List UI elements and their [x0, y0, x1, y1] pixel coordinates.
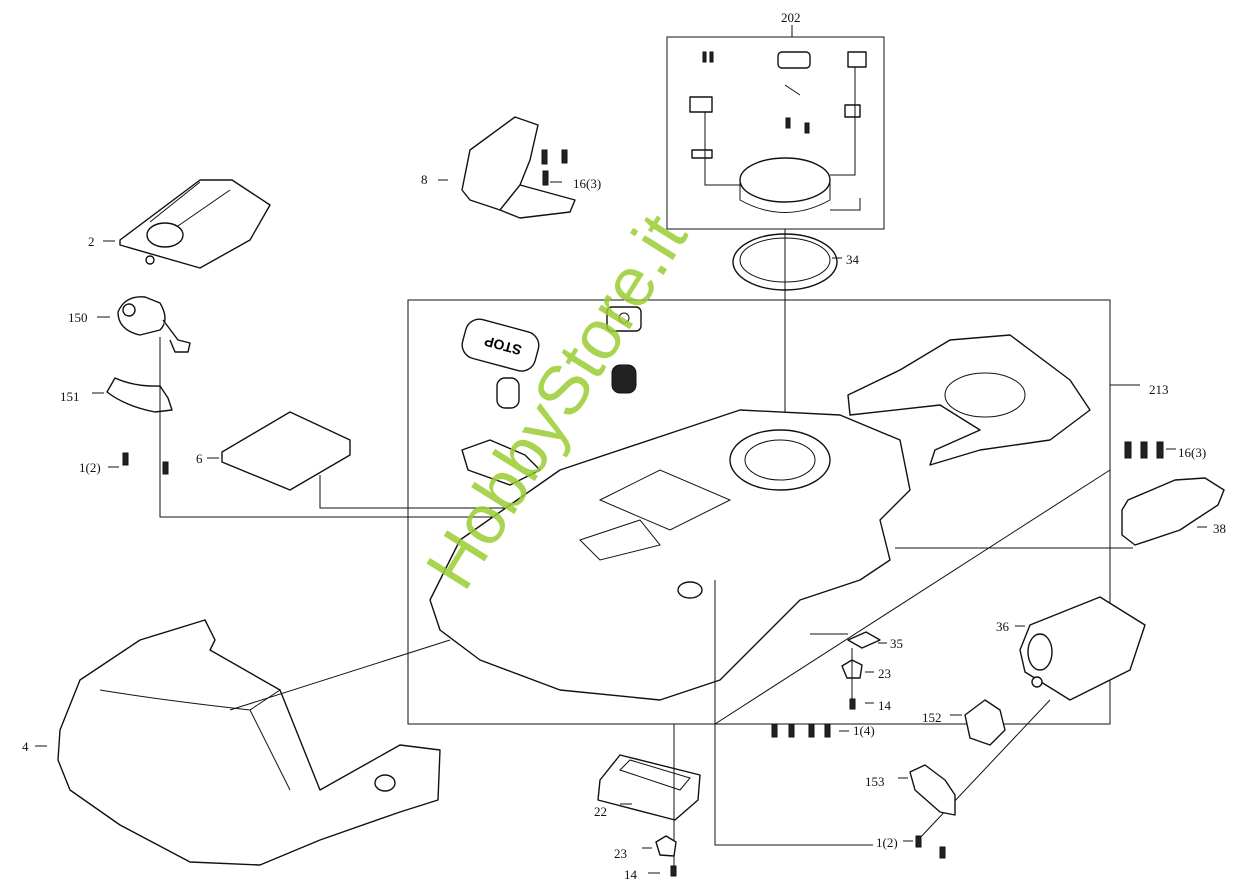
label-part-16-top: 16(3)	[573, 176, 602, 191]
part-8-cover	[461, 116, 576, 219]
label-part-1-2-bottom: 1(2)	[876, 835, 898, 850]
part-38	[1121, 477, 1225, 546]
label-part-150: 150	[68, 310, 88, 325]
screw-icon	[939, 846, 946, 859]
screw-icon	[824, 723, 831, 738]
screw-icon	[542, 170, 549, 186]
label-part-16-right: 16(3)	[1178, 445, 1207, 460]
screw-icon	[771, 723, 778, 738]
label-part-202: 202	[781, 10, 801, 25]
part-213-chassis	[429, 409, 911, 701]
label-part-22: 22	[594, 804, 607, 819]
part-153	[909, 764, 956, 816]
part-151	[106, 377, 173, 413]
label-part-23-right: 23	[878, 666, 891, 681]
screw-icon	[808, 723, 815, 738]
label-part-213: 213	[1149, 382, 1169, 397]
screw-icon	[1140, 441, 1148, 459]
label-part-14-bottom: 14	[624, 867, 637, 882]
stop-button-part: STOP	[461, 318, 540, 372]
label-part-152: 152	[922, 710, 942, 725]
screw-icon	[670, 865, 677, 877]
part-22	[597, 754, 701, 821]
label-part-153: 153	[865, 774, 885, 789]
springs	[496, 364, 637, 409]
screw-icon	[541, 149, 548, 165]
screw-icon	[788, 723, 795, 738]
assembly-202-box	[666, 36, 885, 230]
label-part-6: 6	[196, 451, 203, 466]
part-150	[117, 296, 191, 353]
part-35	[847, 631, 881, 649]
part-202-contents	[689, 51, 867, 213]
screw-icon	[849, 698, 856, 710]
switch-housing	[461, 439, 541, 486]
label-part-35: 35	[890, 636, 903, 651]
assembly-213-box	[407, 299, 1111, 725]
label-part-2: 2	[88, 234, 95, 249]
label-part-38: 38	[1213, 521, 1226, 536]
label-part-34: 34	[846, 252, 859, 267]
screw-icon	[915, 835, 922, 848]
part-2-housing	[119, 179, 271, 269]
part-213-top-frame	[847, 334, 1091, 466]
part-152	[964, 699, 1006, 746]
screw-icon	[1124, 441, 1132, 459]
part-6-plate	[221, 411, 351, 491]
label-part-36: 36	[996, 619, 1009, 634]
part-23b	[655, 835, 677, 857]
label-part-14-right: 14	[878, 698, 891, 713]
screw-icon	[162, 461, 169, 475]
label-part-151: 151	[60, 389, 80, 404]
label-part-1-2-left: 1(2)	[79, 460, 101, 475]
label-part-23-bottom: 23	[614, 846, 627, 861]
label-part-8: 8	[421, 172, 428, 187]
part-36	[1019, 596, 1146, 701]
screw-icon	[561, 149, 568, 164]
power-button-part	[606, 306, 642, 332]
label-part-1-4: 1(4)	[853, 723, 875, 738]
screw-icon	[122, 452, 129, 466]
label-part-4: 4	[22, 739, 29, 754]
part-4-shell	[57, 619, 441, 866]
screw-icon	[1156, 441, 1164, 459]
